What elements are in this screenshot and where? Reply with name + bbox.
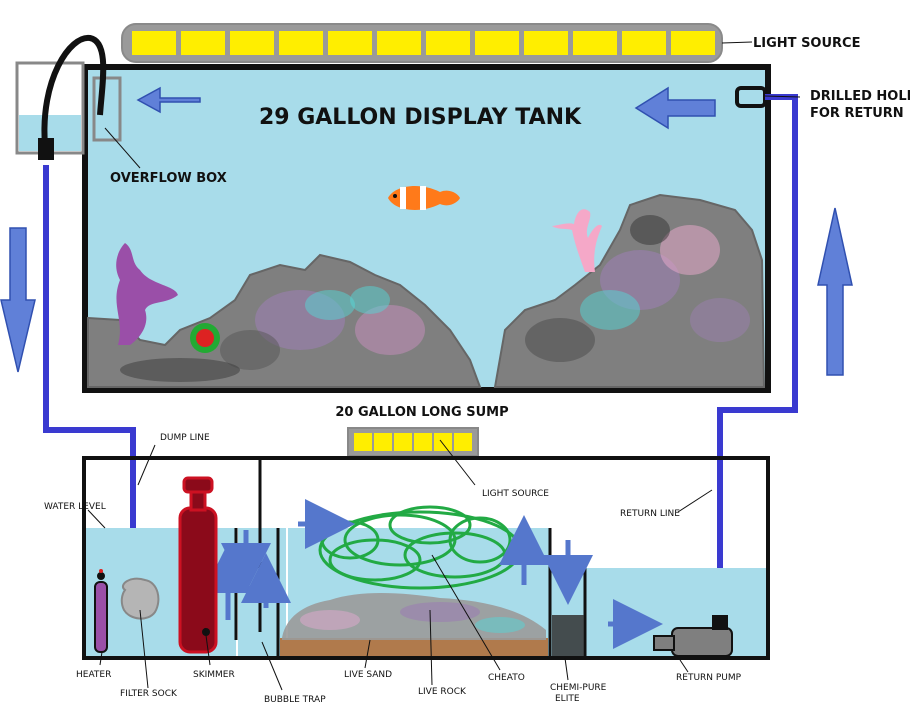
tank-flow-arrow-left [136, 86, 201, 114]
external-overflow-box [15, 34, 107, 160]
live-rock-label: LIVE ROCK [418, 687, 467, 697]
top-light-cell-5 [328, 31, 372, 55]
sump-light-cell-4 [414, 433, 432, 451]
up-flow-arrow [817, 207, 853, 376]
top-light-cell-2 [181, 31, 225, 55]
filter-sock [120, 577, 160, 620]
return-line-label: RETURN LINE [620, 509, 680, 519]
display-tank: 29 GALLON DISPLAY TANK [82, 64, 771, 393]
top-light-cell-3 [230, 31, 274, 55]
overflow-box-label: OVERFLOW BOX [110, 171, 227, 186]
top-light-cell-8 [475, 31, 519, 55]
drilled-hole-label-2: FOR RETURN [810, 106, 904, 121]
sump-title: 20 GALLON LONG SUMP [335, 405, 508, 420]
live-sand-bed [280, 638, 548, 656]
skimmer-label: SKIMMER [193, 670, 235, 680]
dump-line-label: DUMP LINE [160, 433, 210, 443]
sump-light-cell-2 [374, 433, 392, 451]
top-light-cell-11 [622, 31, 666, 55]
top-light-cell-12 [671, 31, 715, 55]
chemi-pure-bag [552, 615, 584, 656]
cheato-label: CHEATO [488, 673, 525, 683]
sump-light-cell-3 [394, 433, 412, 451]
overflow-box-inner [92, 76, 122, 142]
siphon-tube [41, 34, 107, 146]
filter-sock-label: FILTER SOCK [120, 689, 178, 699]
purple-plant [116, 243, 178, 345]
sump-light-cell-5 [434, 433, 452, 451]
chemi-pure-label-1: CHEMI-PURE [550, 683, 607, 693]
chemi-pure-label-2: ELITE [555, 694, 580, 704]
top-light-cell-7 [426, 31, 470, 55]
light-source-top-label: LIGHT SOURCE [753, 36, 860, 51]
coral-speckles [120, 215, 750, 382]
return-pump [653, 615, 733, 657]
tank-flow-arrow-right [634, 86, 716, 130]
bubble-trap-label: BUBBLE TRAP [264, 695, 326, 705]
down-flow-arrow [0, 227, 36, 373]
protein-skimmer [178, 476, 218, 654]
light-source-sump-label: LIGHT SOURCE [482, 489, 549, 499]
dump-line-pipe [43, 165, 136, 590]
heater-label: HEATER [76, 670, 111, 680]
display-tank-title: 29 GALLON DISPLAY TANK [259, 105, 582, 130]
drilled-hole-label-1: DRILLED HOLE [810, 89, 910, 104]
top-light-cell-10 [573, 31, 617, 55]
leader-lines [87, 41, 801, 691]
top-light-cell-4 [279, 31, 323, 55]
return-pump-label: RETURN PUMP [676, 673, 742, 683]
red-coral [190, 323, 220, 353]
sump-tank [82, 456, 770, 660]
clownfish [388, 186, 460, 210]
top-light-cell-6 [377, 31, 421, 55]
top-light-cell-1 [132, 31, 176, 55]
sump-light-fixture [347, 427, 479, 457]
top-light-fixture [121, 23, 723, 63]
live-sand-label: LIVE SAND [344, 670, 392, 680]
top-light-cell-9 [524, 31, 568, 55]
heater [94, 569, 108, 653]
water-level-label: WATER LEVEL [44, 502, 106, 512]
pink-coral [552, 209, 602, 272]
sump-light-cell-1 [354, 433, 372, 451]
sump-light-cell-6 [454, 433, 472, 451]
